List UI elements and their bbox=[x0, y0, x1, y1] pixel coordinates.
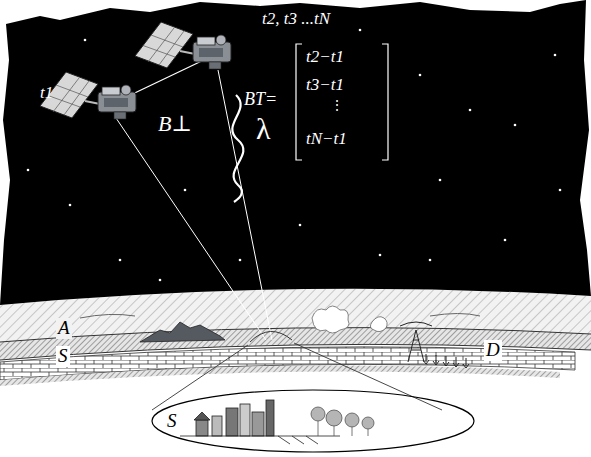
matrix-bracket bbox=[296, 44, 302, 160]
time-list: t2, t3 ...tN bbox=[262, 10, 330, 29]
night-sky bbox=[0, 0, 591, 305]
matrix-bracket bbox=[382, 44, 388, 160]
deformation-arrows bbox=[423, 354, 469, 368]
cloud bbox=[370, 317, 387, 332]
baseline-label: B⊥ bbox=[158, 112, 192, 136]
layer-label: S bbox=[56, 346, 70, 367]
zoom-ellipse: S bbox=[151, 389, 475, 453]
radar-beam bbox=[218, 70, 272, 340]
time-label: t1 bbox=[40, 84, 53, 103]
deep-layer bbox=[0, 366, 560, 386]
layer-label: D bbox=[484, 340, 502, 361]
satellite bbox=[40, 72, 136, 119]
buildings bbox=[180, 400, 340, 444]
trees bbox=[311, 407, 374, 436]
tower-symbol bbox=[400, 322, 432, 362]
satellite bbox=[135, 22, 231, 69]
layer-label: A bbox=[56, 318, 72, 339]
matrix-cell: ⋮ bbox=[330, 98, 344, 113]
zoom-fill bbox=[151, 389, 443, 453]
footprint bbox=[250, 331, 292, 342]
stars bbox=[27, 29, 562, 282]
ground bbox=[0, 344, 591, 457]
matrix-cell: t2−t1 bbox=[306, 48, 344, 67]
wavelength-label: λ bbox=[256, 112, 271, 145]
atmosphere-band bbox=[0, 289, 591, 457]
matrix-cell: t3−t1 bbox=[306, 76, 344, 95]
cloud bbox=[312, 306, 349, 333]
matrix-cell: tN−t1 bbox=[306, 130, 347, 149]
matrix-name: BT= bbox=[244, 90, 277, 110]
node-outline bbox=[151, 389, 475, 453]
node-label: S bbox=[167, 411, 461, 432]
wavelength-wave bbox=[232, 95, 243, 202]
mountain bbox=[140, 322, 225, 342]
